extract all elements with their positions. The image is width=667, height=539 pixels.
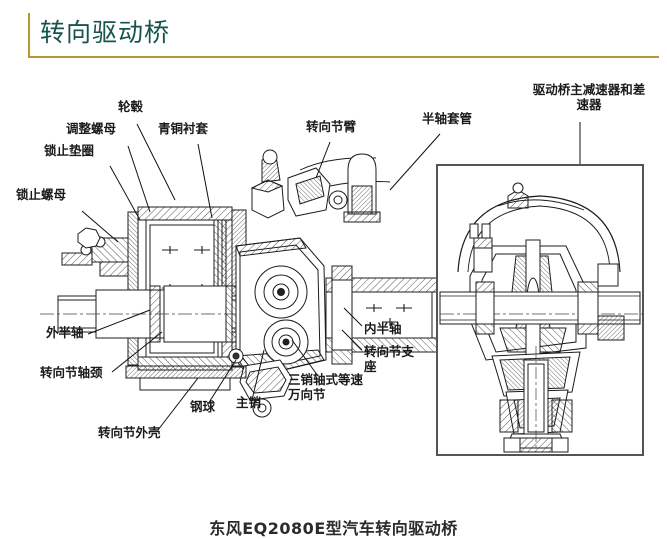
callout-inner-half-shaft: 内半轴 (364, 321, 402, 336)
callout-steering-arm: 转向节臂 (306, 119, 357, 134)
wheel-hub-assembly (40, 149, 420, 418)
callout-adjusting-nut: 调整螺母 (66, 121, 117, 136)
axle-tube-section (325, 153, 441, 365)
callout-steering-knuckle-housing: 转向节外壳 (98, 425, 161, 440)
title-accent-bar-vertical (28, 13, 30, 58)
figure-caption: 东风EQ2080E型汽车转向驱动桥 (209, 519, 458, 538)
steering-drive-axle-drawing (40, 122, 644, 456)
callout-final-drive-differential: 驱动桥主减速器和差速器 (532, 82, 646, 112)
callout-outer-half-shaft: 外半轴 (46, 325, 84, 340)
callout-tripod-cv-joint: 三销轴式等速万向节 (288, 372, 364, 402)
callout-leader-lines (81, 122, 581, 431)
final-drive-differential (436, 164, 644, 456)
callout-steering-journal: 转向节轴颈 (40, 365, 103, 380)
callout-knuckle-support: 转向节支座 (364, 344, 415, 374)
slide-title-bar: 转向驱动桥 (0, 0, 667, 60)
callout-kingpin: 主销 (236, 395, 262, 410)
callout-lock-nut: 锁止螺母 (16, 187, 67, 202)
callout-steel-ball: 钢球 (190, 399, 216, 414)
page-title: 转向驱动桥 (40, 18, 171, 47)
callout-hub: 轮毂 (118, 99, 144, 114)
callout-bronze-bushing: 青铜衬套 (158, 121, 209, 136)
callout-axle-housing-tube: 半轴套管 (422, 111, 473, 126)
callout-lock-washer: 锁止垫圈 (44, 143, 95, 158)
technical-diagram: 轮毂 调整螺母 锁止垫圈 锁止螺母 青铜衬套 转向节臂 半轴套管 驱动桥主减速器… (0, 60, 667, 538)
title-accent-rule-horizontal (28, 56, 659, 58)
